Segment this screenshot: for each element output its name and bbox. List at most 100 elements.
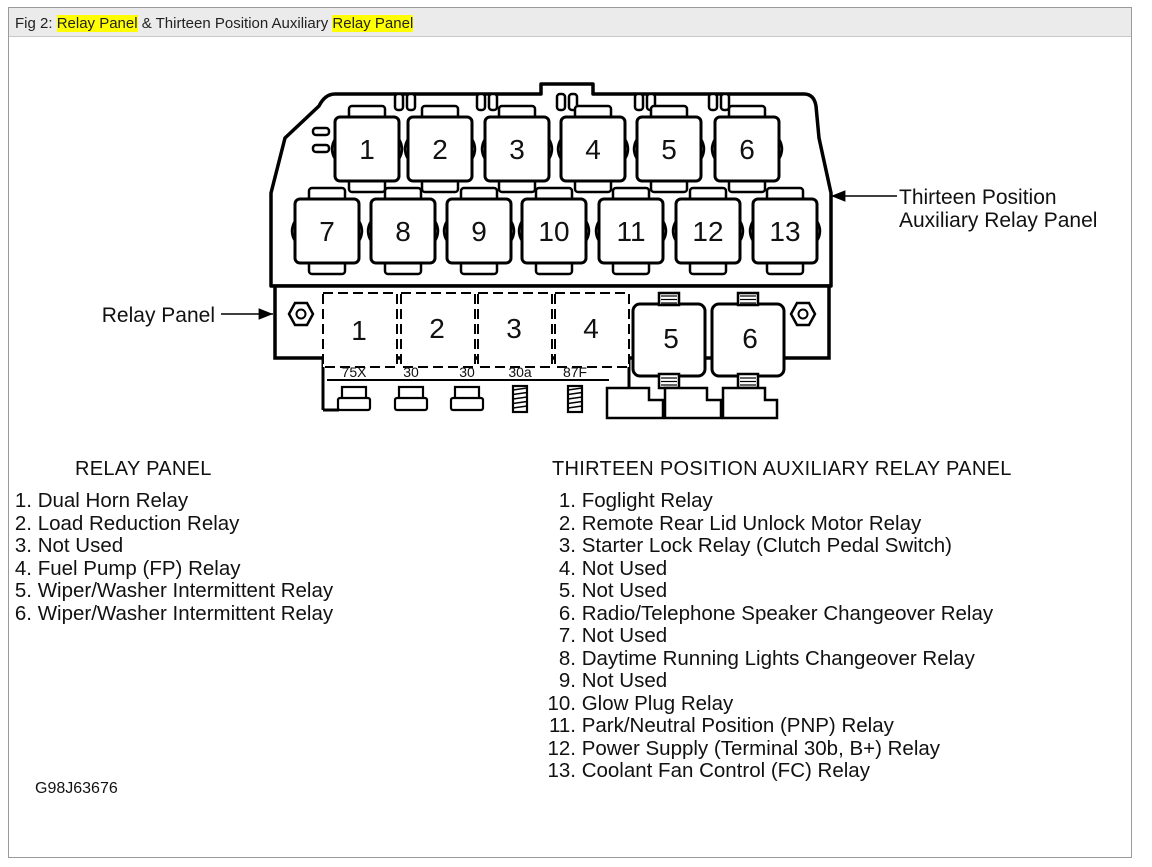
item-number: 2. [14, 511, 32, 535]
list-item: 8. Daytime Running Lights Changeover Rel… [541, 646, 993, 671]
item-number: 1. [558, 489, 576, 512]
aux-slot-2: 2 [403, 104, 477, 194]
item-text: Wiper/Washer Intermittent Relay [37, 579, 334, 602]
terminal-label: 87F [563, 364, 587, 380]
aux-side-nubs [311, 126, 331, 154]
terminal-2: 30 [393, 364, 429, 412]
terminal-label: 30a [508, 364, 532, 380]
aux-slot-1: 1 [330, 104, 404, 194]
item-number: 1. [14, 489, 32, 512]
item-number: 13. [547, 759, 577, 782]
mount-nut-right [789, 301, 817, 327]
item-text: Not Used [581, 624, 668, 647]
list-item: 2. Remote Rear Lid Unlock Motor Relay [541, 511, 993, 536]
aux-slot-5: 5 [632, 104, 706, 194]
item-number: 8. [558, 646, 576, 670]
caption-prefix: Fig 2: [15, 15, 57, 32]
item-text: Power Supply (Terminal 30b, B+) Relay [581, 736, 941, 760]
list-item: 5. Wiper/Washer Intermittent Relay [9, 579, 334, 603]
list-item: 4. Fuel Pump (FP) Relay [9, 556, 333, 581]
caption-highlight-2: Relay Panel [332, 15, 414, 32]
relay-panel-heading: RELAY PANEL [75, 458, 212, 480]
list-item: 3. Starter Lock Relay (Clutch Pedal Swit… [541, 534, 993, 558]
terminal-5: 87F [563, 364, 587, 414]
aux-slot-number: 9 [471, 216, 487, 247]
list-item: 10. Glow Plug Relay [541, 691, 993, 716]
item-text: Load Reduction Relay [37, 511, 240, 535]
aux-slot-number: 6 [739, 134, 755, 165]
list-item: 3. Not Used [9, 534, 333, 558]
terminal-label: 75X [342, 364, 368, 380]
caption-middle: & Thirteen Position Auxiliary [137, 15, 333, 32]
relay-slot-2: 2 [400, 292, 476, 368]
aux-slot-12: 12 [671, 186, 745, 276]
item-number: 3. [558, 534, 576, 557]
list-item: 2. Load Reduction Relay [9, 511, 333, 536]
item-text: Not Used [581, 669, 668, 692]
relay-slot-number: 6 [742, 323, 758, 354]
item-number: 2. [558, 511, 576, 535]
item-text: Starter Lock Relay (Clutch Pedal Switch) [581, 534, 952, 557]
relay-callout-label: Relay Panel [102, 304, 215, 327]
terminals-group: 75X 30 30 30a 87F [336, 364, 587, 414]
list-item: 5. Not Used [541, 579, 993, 603]
item-text: Foglight Relay [581, 489, 713, 512]
item-number: 10. [547, 691, 577, 715]
item-number: 5. [558, 579, 576, 602]
list-item: 6. Wiper/Washer Intermittent Relay [9, 601, 333, 626]
aux-slot-11: 11 [594, 186, 668, 276]
terminal-1: 75X [336, 364, 372, 412]
figure-frame: Fig 2: Relay Panel & Thirteen Position A… [8, 7, 1132, 858]
item-text: Glow Plug Relay [581, 691, 734, 715]
item-number: 5. [14, 579, 32, 602]
item-text: Coolant Fan Control (FC) Relay [581, 759, 870, 782]
item-number: 4. [14, 556, 32, 580]
item-number: 12. [547, 736, 577, 760]
aux-slot-6: 6 [710, 104, 784, 194]
aux-slot-number: 13 [769, 216, 800, 247]
aux-slot-13: 13 [748, 186, 822, 276]
aux-slot-3: 3 [480, 104, 554, 194]
relay-slot-5: 5 [631, 291, 707, 390]
item-text: Daytime Running Lights Changeover Relay [581, 646, 975, 670]
item-number: 6. [558, 601, 576, 625]
caption-highlight-1: Relay Panel [56, 15, 138, 32]
item-number: 3. [14, 534, 32, 557]
aux-callout-label-line1: Thirteen Position [899, 186, 1057, 209]
relay-slot-number: 3 [506, 313, 522, 344]
aux-top-tabs [393, 92, 731, 112]
relay-slot-4: 4 [554, 292, 630, 368]
aux-slot-9: 9 [442, 186, 516, 276]
list-item: 4. Not Used [541, 556, 993, 581]
terminal-label: 30 [459, 364, 475, 380]
item-text: Not Used [581, 556, 668, 580]
list-item: 9. Not Used [541, 669, 993, 693]
aux-slot-8: 8 [366, 186, 440, 276]
item-number: 4. [558, 556, 576, 580]
aux-callout-label-line2: Auxiliary Relay Panel [899, 209, 1097, 232]
list-item: 12. Power Supply (Terminal 30b, B+) Rela… [541, 736, 993, 761]
aux-slot-10: 10 [517, 186, 591, 276]
aux-slot-number: 11 [616, 216, 645, 247]
aux-slot-number: 5 [661, 134, 677, 165]
list-item: 1. Dual Horn Relay [9, 489, 333, 513]
aux-slot-number: 3 [509, 134, 525, 165]
list-item: 11. Park/Neutral Position (PNP) Relay [541, 714, 993, 738]
terminal-4: 30a [508, 364, 532, 414]
relay-slot-number: 5 [663, 323, 679, 354]
aux-slot-number: 1 [359, 134, 375, 165]
item-text: Not Used [581, 579, 668, 602]
aux-slot-number: 10 [538, 216, 569, 247]
list-item: 6. Radio/Telephone Speaker Changeover Re… [541, 601, 993, 626]
item-text: Fuel Pump (FP) Relay [37, 556, 241, 580]
item-text: Park/Neutral Position (PNP) Relay [581, 714, 894, 737]
aux-slot-4: 4 [556, 104, 630, 194]
aux-slot-number: 12 [692, 216, 723, 247]
list-item: 13. Coolant Fan Control (FC) Relay [541, 759, 993, 783]
terminal-label: 30 [403, 364, 419, 380]
figure-caption: Fig 2: Relay Panel & Thirteen Position A… [15, 15, 414, 32]
relay-slot-number: 1 [351, 315, 367, 346]
item-number: 6. [14, 601, 32, 625]
